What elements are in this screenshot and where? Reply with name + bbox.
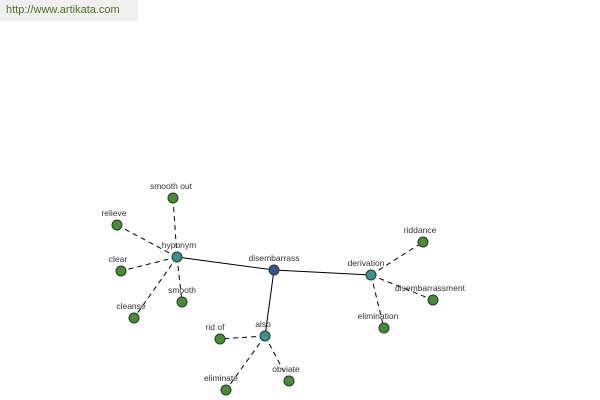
node-label-disembarrass: disembarrass: [248, 253, 299, 263]
node-obviate[interactable]: [283, 375, 295, 387]
edge-disembarrass-hyponym: [176, 256, 275, 271]
node-clear[interactable]: [115, 265, 127, 277]
edge-hyponym-relieve: [116, 224, 178, 258]
edge-also-rid-of: [219, 335, 266, 340]
labels-layer: disembarrass hyponym derivation also smooth …: [101, 181, 465, 383]
node-label-disembarrassment: disembarrassment: [395, 283, 466, 293]
edge-disembarrass-derivation: [273, 269, 372, 276]
node-disembarrass[interactable]: [268, 264, 280, 276]
edge-hyponym-clear: [120, 256, 178, 272]
node-disembarrassment[interactable]: [427, 294, 439, 306]
node-also[interactable]: [259, 330, 271, 342]
node-label-hyponym: hyponym: [162, 240, 197, 250]
edge-hyponym-smooth: [176, 256, 183, 303]
node-smooth[interactable]: [176, 296, 188, 308]
edge-derivation-riddance: [370, 241, 424, 276]
edge-also-obviate: [264, 335, 290, 382]
edge-derivation-disembarrassment: [370, 274, 434, 301]
edge-derivation-elimination: [370, 274, 385, 329]
edge-hyponym-cleanse: [133, 256, 178, 319]
node-smooth-out[interactable]: [167, 192, 179, 204]
node-label-eliminate: eliminate: [204, 373, 238, 383]
node-label-relieve: relieve: [101, 208, 126, 218]
node-riddance[interactable]: [417, 236, 429, 248]
source-banner: http://www.artikata.com: [0, 0, 138, 21]
nodes-layer: [111, 192, 439, 396]
node-label-derivation: derivation: [348, 258, 385, 268]
node-label-rid-of: rid of: [206, 322, 226, 332]
node-label-riddance: riddance: [404, 225, 437, 235]
source-link[interactable]: http://www.artikata.com: [6, 4, 120, 16]
node-rid-of[interactable]: [214, 333, 226, 345]
node-label-elimination: elimination: [358, 311, 399, 321]
node-derivation[interactable]: [365, 269, 377, 281]
node-eliminate[interactable]: [220, 384, 232, 396]
edge-disembarrass-also: [264, 269, 275, 337]
node-label-cleanse: cleanse: [116, 301, 146, 311]
node-label-smooth-out: smooth out: [150, 181, 193, 191]
node-elimination[interactable]: [378, 322, 390, 334]
edge-also-eliminate: [225, 335, 266, 391]
node-label-clear: clear: [109, 254, 128, 264]
node-label-also: also: [255, 319, 271, 329]
edge-hyponym-smooth-out: [172, 197, 178, 258]
node-label-obviate: obviate: [272, 364, 300, 374]
node-cleanse[interactable]: [128, 312, 140, 324]
node-hyponym[interactable]: [171, 251, 183, 263]
node-relieve[interactable]: [111, 219, 123, 231]
edges-layer: [116, 197, 434, 391]
node-label-smooth: smooth: [168, 285, 196, 295]
